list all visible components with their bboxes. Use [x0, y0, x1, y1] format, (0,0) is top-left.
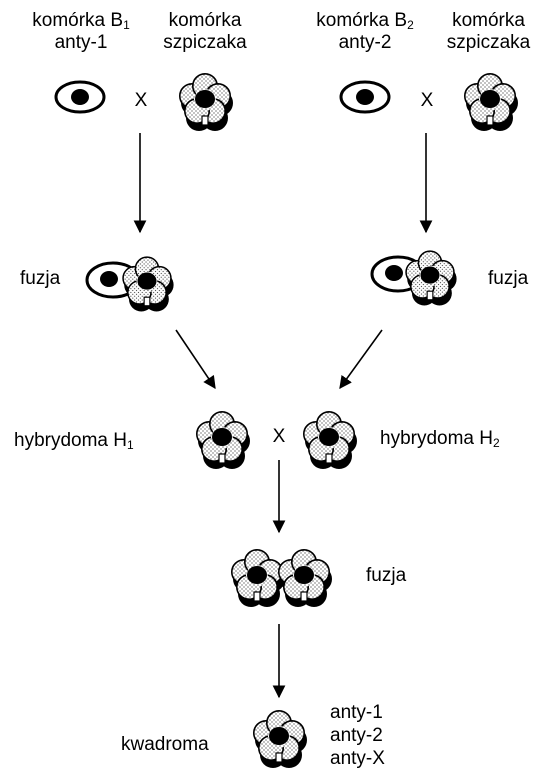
fusion-label-bottom: fuzja: [366, 565, 406, 586]
quadroma-specificity-2: anty-2: [330, 725, 383, 746]
arrow-fusion-left-to-h1: [176, 330, 215, 388]
b-cell-1-specificity: anty-1: [6, 32, 156, 53]
hybridoma-h2-label: hybrydoma H2: [380, 428, 500, 454]
hybridoma-h2-cell: [304, 412, 357, 469]
cross-symbol-hybridomas: X: [264, 426, 294, 447]
quadroma-specificity-1: anty-1: [330, 702, 383, 723]
myeloma-right-label-2: szpiczaka: [430, 32, 547, 53]
cross-symbol-left: X: [126, 90, 156, 111]
quadroma-specificity-3: anty-X: [330, 748, 385, 769]
cross-symbol-right: X: [412, 90, 442, 111]
hybridoma-h1-cell: [197, 412, 250, 469]
fused-hybridoma-right: [279, 550, 332, 607]
myeloma-cell-right: [465, 74, 518, 131]
fusion-label-right: fuzja: [488, 268, 528, 289]
fused-hybridoma-left: [232, 550, 285, 607]
quadroma-label: kwadroma: [121, 734, 209, 755]
myeloma-right-label: komórka: [430, 10, 547, 31]
hybridoma-h1-label: hybrydoma H1: [14, 430, 134, 456]
myeloma-left-label: komórka: [145, 10, 265, 31]
fused-cell-right: [372, 251, 457, 305]
b-cell-1: [56, 82, 104, 112]
arrow-fusion-right-to-h2: [340, 330, 382, 388]
myeloma-left-label-2: szpiczaka: [145, 32, 265, 53]
fused-cell-left: [87, 257, 174, 311]
fusion-label-left: fuzja: [20, 268, 60, 289]
myeloma-cell-left: [180, 74, 233, 131]
b-cell-2-specificity: anty-2: [295, 32, 435, 53]
quadroma-cell: [254, 711, 307, 768]
b-cell-2: [341, 82, 389, 112]
